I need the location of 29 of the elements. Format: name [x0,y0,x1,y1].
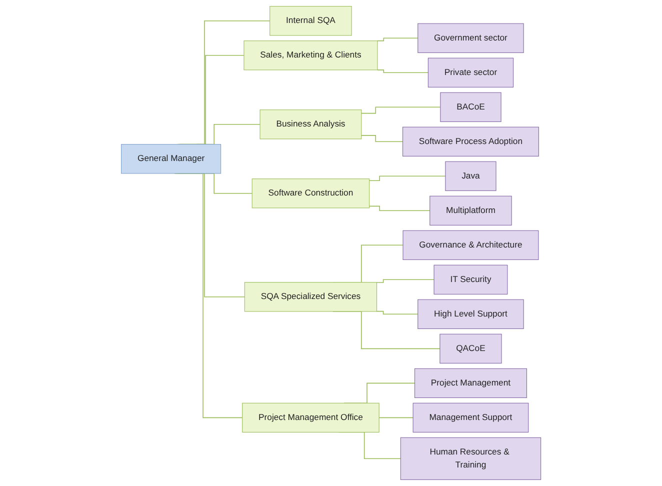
node-box: High Level Support [418,299,524,329]
node-box: Internal SQA [270,6,352,36]
node-box: QACoE [440,334,502,364]
node-box: Human Resources & Training [400,437,542,480]
node-box: SQA Specialized Services [244,282,377,312]
node-box: General Manager [120,144,221,174]
node-box: Multiplatform [430,196,512,226]
node-box: Governance & Architecture [402,230,539,260]
connector [376,279,434,283]
node-box: Business Analysis [260,110,362,140]
node-box: Private sector [428,58,514,88]
node-box: Software Process Adoption [402,126,539,156]
connector [360,106,441,114]
connector [376,310,418,315]
connector [360,135,404,142]
node-box: Sales, Marketing & Clients [244,40,378,70]
connector [378,417,414,418]
node-box: Software Construction [252,178,370,208]
connector [368,206,430,212]
node-box: Government sector [418,23,524,53]
node-box: Java [445,161,496,191]
node-box: Management Support [412,402,529,432]
node-box: BACoE [440,92,502,122]
connector [377,38,418,42]
node-box: IT Security [434,264,508,294]
node-box: Project Management [414,368,527,398]
node-box: Project Management Office [242,402,380,432]
connector [377,70,429,74]
connector [368,176,446,182]
